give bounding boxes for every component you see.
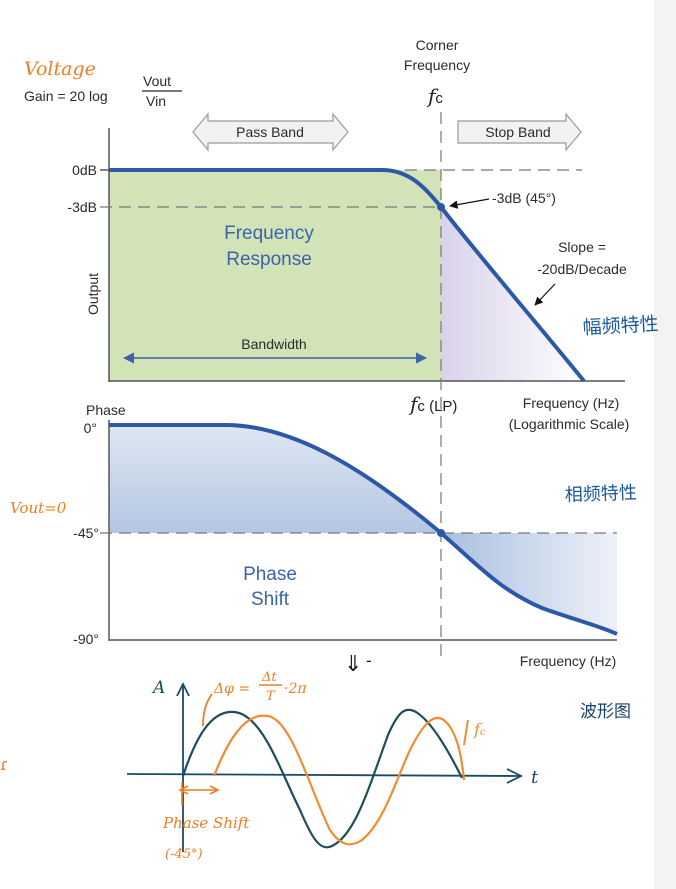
slope-label-line1: Slope = xyxy=(558,239,606,255)
margin-mark: ɾ xyxy=(0,755,8,774)
phase-fill-upper xyxy=(109,425,441,533)
phase-fill-lower xyxy=(441,533,617,634)
gain-equation: Gain = 20 log xyxy=(24,88,108,104)
stop-band-arrow xyxy=(457,112,582,152)
delta-phi-label: Δφ = xyxy=(213,681,250,697)
gain-numerator: Vout xyxy=(143,73,171,89)
fc-lp-label: fc (LP) xyxy=(408,392,457,416)
corner-label-line1: Corner xyxy=(416,37,459,53)
corner-label-line2: Frequency xyxy=(404,57,470,73)
phase-tick-minus-90: -90° xyxy=(73,631,99,647)
phase-response-curve xyxy=(109,423,618,636)
frequency-response-line2: Response xyxy=(226,249,312,270)
slope-pointer xyxy=(534,283,556,306)
gain-denominator: Vin xyxy=(146,93,166,109)
fc-hand-label: fc xyxy=(473,720,486,739)
phase-tick-minus-45: -45° xyxy=(73,525,99,541)
frequency-response-line1: Frequency xyxy=(224,223,314,244)
two-pi-label: ·2π xyxy=(284,681,307,697)
phase-characteristic-note: 相频特性 xyxy=(564,482,637,505)
phase-title: Phase xyxy=(86,402,126,418)
period-label: T xyxy=(266,689,276,704)
voltage-annotation: Voltage xyxy=(24,58,96,80)
down-arrow-mark: ⇓ xyxy=(344,652,362,677)
magnitude-characteristic-note: 幅频特性 xyxy=(582,313,659,339)
minus-3db-pointer xyxy=(449,198,490,209)
slope-label-line2: -20dB/Decade xyxy=(537,261,627,277)
phase-shift-bracket-right xyxy=(209,785,220,795)
delta-phi-pointer xyxy=(202,693,213,727)
bandwidth-label: Bandwidth xyxy=(241,336,306,352)
magnitude-xlabel-line1: Frequency (Hz) xyxy=(523,395,619,411)
pass-band-arrow xyxy=(192,112,349,152)
magnitude-ylabel: Output xyxy=(85,273,101,315)
input-waveform xyxy=(181,708,463,849)
phase-xlabel: Frequency (Hz) xyxy=(520,653,616,669)
stop-band-label: Stop Band xyxy=(485,124,550,140)
tick-label-0db: 0dB xyxy=(72,162,97,178)
pass-band-label: Pass Band xyxy=(236,124,304,140)
phase-shift-hand-label: Phase Shift xyxy=(162,814,250,832)
vout-zero-note: Vout=0 xyxy=(10,499,67,517)
minus-3db-point-label: -3dB (45°) xyxy=(492,190,556,206)
output-waveform xyxy=(212,714,466,846)
minus-3db-point xyxy=(437,203,445,211)
waveform-note: 波形图 xyxy=(580,702,631,722)
fc-hand-marker xyxy=(463,719,469,746)
wave-axis-a: A xyxy=(151,678,165,698)
wave-time-arrowhead xyxy=(506,768,524,784)
minus-45-point xyxy=(437,529,445,537)
wave-amplitude-arrowhead xyxy=(176,681,190,697)
scrollbar-track[interactable] xyxy=(654,0,676,889)
phase-shift-line1: Phase xyxy=(243,564,297,585)
phase-shift-line2: Shift xyxy=(251,589,290,610)
corner-symbol: fc xyxy=(426,84,443,108)
passband-region xyxy=(109,170,441,381)
wave-axis-t: t xyxy=(531,767,539,788)
phase-tick-0: 0° xyxy=(84,420,97,436)
delta-t-label: Δt xyxy=(261,670,277,685)
magnitude-response-curve xyxy=(109,168,586,383)
tick-label-minus-3db: -3dB xyxy=(67,199,97,215)
phase-shift-bracket-left xyxy=(178,785,189,795)
phase-shift-value: (-45°) xyxy=(165,847,203,862)
magnitude-xlabel-line2: (Logarithmic Scale) xyxy=(509,416,630,432)
wave-time-axis xyxy=(126,773,522,777)
dot-mark: - xyxy=(366,651,372,670)
